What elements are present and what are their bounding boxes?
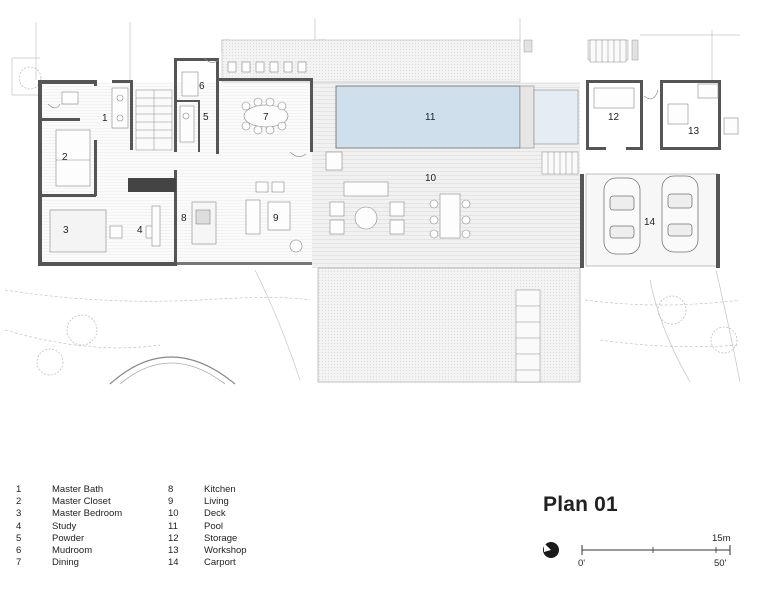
car-icon [603,175,699,255]
room-label: 7 [263,112,269,123]
front-paving [317,267,581,383]
scale-bar: 15m 0' 50' [543,533,731,569]
room-label: 5 [203,112,209,123]
plan-title: Plan 01 [543,493,618,516]
room-label: 8 [181,213,187,224]
scale-start-label: 0' [578,558,585,569]
north-arrow-icon [543,542,559,558]
stairs [135,39,627,383]
scale-end-label: 50' [714,558,727,569]
room-label: 1 [102,113,108,124]
pool-basin [335,85,521,149]
room-label: 14 [644,217,656,228]
pool-spa [533,89,579,145]
walls [38,58,721,268]
site-context [4,18,741,383]
trees [18,66,738,385]
room-numbers: 1 2 3 4 5 6 7 8 9 10 11 12 13 14 [62,81,700,236]
floor-plan: 1 2 3 4 5 6 7 8 9 10 11 12 13 14 [4,18,741,385]
room-label: 11 [425,112,436,123]
room-label: 9 [273,213,279,224]
room-label: 12 [608,112,620,123]
room-label: 10 [425,173,437,184]
scale-metric-label: 15m [712,533,731,544]
room-label: 4 [137,225,143,236]
furniture [49,61,739,253]
room-label: 2 [62,152,68,163]
room-label: 6 [199,81,205,92]
room-label: 3 [63,225,69,236]
pool-steps [519,85,535,149]
room-label: 13 [688,126,700,137]
entry-path [221,39,521,83]
doors [47,57,659,157]
